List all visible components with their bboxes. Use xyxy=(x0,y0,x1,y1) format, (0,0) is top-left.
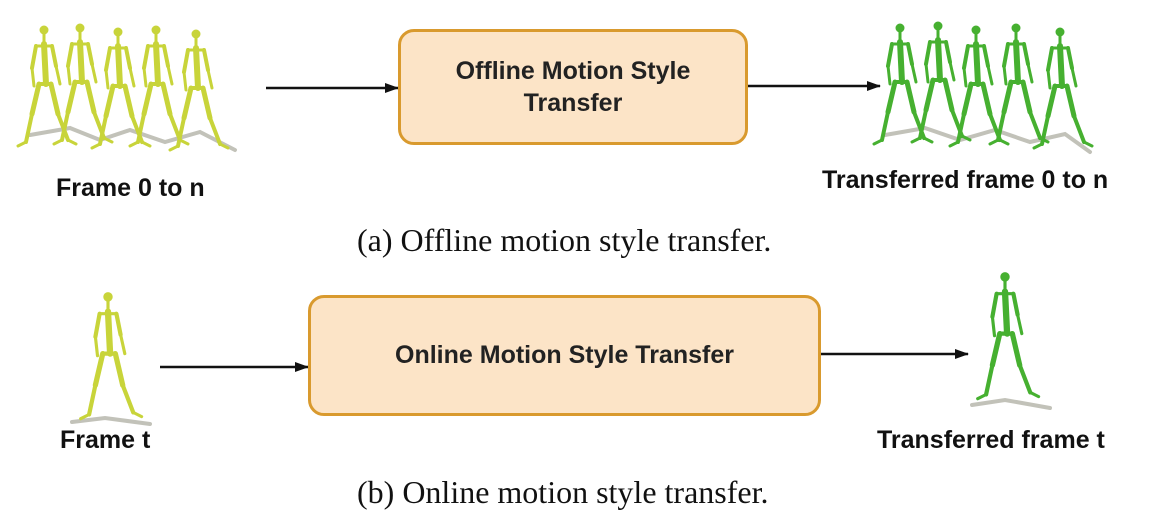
transferred-frame-figure xyxy=(970,273,1052,410)
input-frames-figures xyxy=(18,24,237,150)
transferred-frames-label: Transferred frame 0 to n xyxy=(822,166,1109,194)
offline-box-label-line2: Transfer xyxy=(523,89,623,117)
transferred-frame-label: Transferred frame t xyxy=(877,426,1105,454)
caption-a: (a) Offline motion style transfer. xyxy=(357,222,772,258)
input-frame-label: Frame t xyxy=(60,426,151,454)
caption-b: (b) Online motion style transfer. xyxy=(357,474,769,510)
online-transfer-box: Online Motion Style Transfer xyxy=(308,295,821,416)
offline-box-label-line1: Offline Motion Style xyxy=(455,56,691,85)
online-box-label: Online Motion Style Transfer xyxy=(395,341,734,370)
offline-transfer-box: Offline Motion Style Transfer xyxy=(398,29,748,145)
input-frames-label: Frame 0 to n xyxy=(56,174,205,202)
input-frame-figure xyxy=(70,293,152,426)
transferred-frames-figures xyxy=(874,22,1092,154)
